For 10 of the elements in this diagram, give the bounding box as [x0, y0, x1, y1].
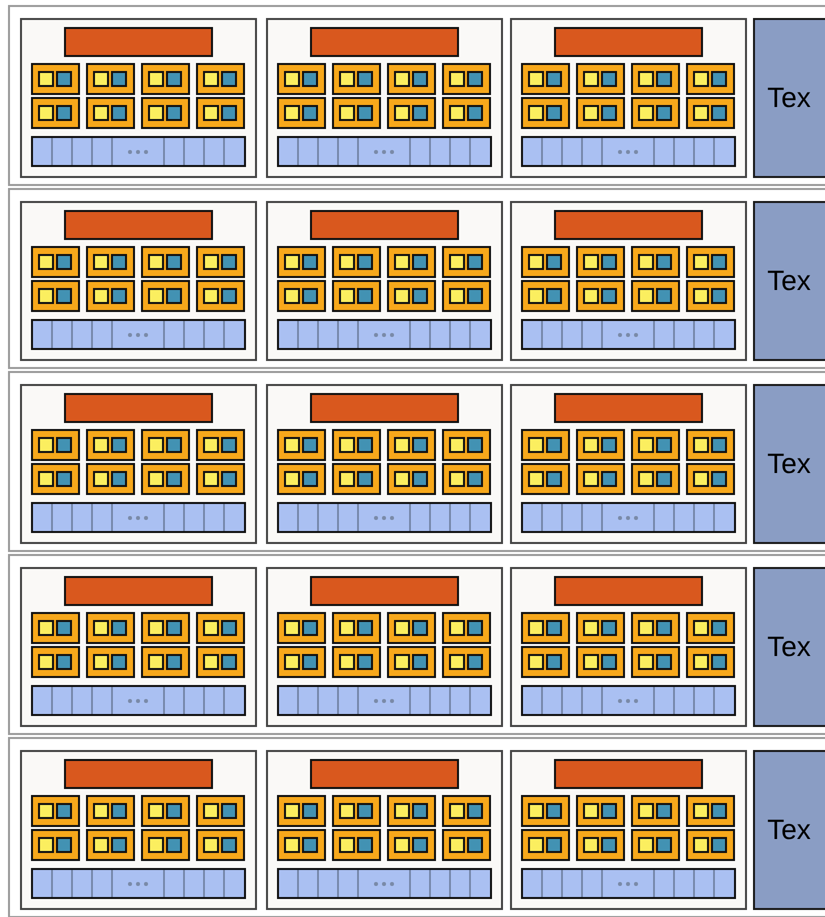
texture-unit-box: [753, 384, 825, 544]
unit-label: Tex: [767, 82, 811, 114]
texture-unit-box: [753, 18, 825, 178]
unit-label: Tex: [767, 631, 811, 663]
unit-label: Tex: [767, 265, 811, 297]
unit-label: Tex: [767, 448, 811, 480]
unit-label: Tex: [767, 814, 811, 846]
texture-unit-box: [753, 750, 825, 910]
texture-unit-box: [753, 201, 825, 361]
texture-unit-box: [753, 567, 825, 727]
